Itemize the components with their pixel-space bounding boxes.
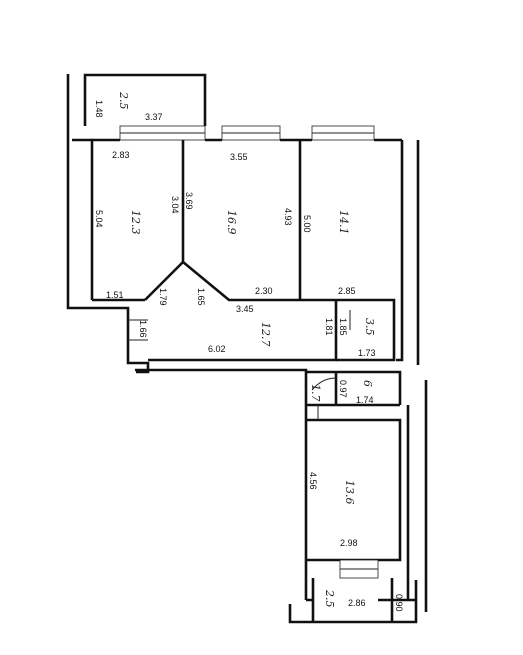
area-kitchen: 13.6 [343,480,356,505]
room-area-labels: 2.5 12.3 16.9 14.1 12.7 3.5 1.7 6 13.6 2… [117,91,376,608]
dim-balcony-depth: 1.48 [94,100,104,118]
outer-walls [66,73,428,624]
dim-room-middle-left: 3.69 [184,192,194,210]
dim-wc-bottom: 1.74 [356,395,374,405]
area-wc: 6 [361,380,374,387]
dim-hall-right: 1.81 [324,318,334,336]
dim-balcony-width: 3.37 [145,112,163,122]
area-balcony-top: 2.5 [117,91,130,110]
dim-bath-bottom: 1.73 [358,348,376,358]
dim-balcony-bottom-width: 2.86 [348,598,366,608]
dim-bath-side: 1.85 [338,318,348,336]
dim-room-left-side: 3.04 [170,196,180,214]
dim-room-left-height: 5.04 [94,210,104,228]
door-swings [128,310,351,420]
windows [119,125,379,579]
dim-balcony-bottom-depth: 0.90 [394,594,404,612]
area-hall: 12.7 [259,322,272,347]
area-balcony-bottom: 2.5 [323,589,336,608]
dim-hall-left: 1.66 [138,320,148,338]
dim-room-middle-right: 4.93 [283,208,293,226]
dim-room-left-top: 2.83 [112,150,130,160]
area-closet: 1.7 [309,384,322,402]
dim-hall-diag-left: 1.79 [158,288,168,306]
dim-kitchen-bottom: 2.98 [340,538,358,548]
area-room-left: 12.3 [129,210,142,235]
area-room-middle: 16.9 [225,210,238,235]
dim-room-middle-top: 3.55 [230,152,248,162]
dim-kitchen-height: 4.56 [308,472,318,490]
area-room-right: 14.1 [337,210,350,235]
dim-hall-bottom: 6.02 [208,344,226,354]
dim-room-left-bottom: 1.51 [106,290,124,300]
area-bath: 3.5 [363,318,376,336]
dim-room-right-bottom: 2.85 [338,286,356,296]
dimension-labels: 1.48 3.37 2.83 5.04 3.04 1.51 3.55 3.69 … [94,100,404,612]
dim-wc-side: 0.97 [338,380,348,398]
dim-room-middle-bottom: 2.30 [255,286,273,296]
dim-hall-diag-right: 1.65 [196,288,206,306]
dim-hall-top: 3.45 [236,304,254,314]
dim-room-right-height: 5.00 [302,215,312,233]
